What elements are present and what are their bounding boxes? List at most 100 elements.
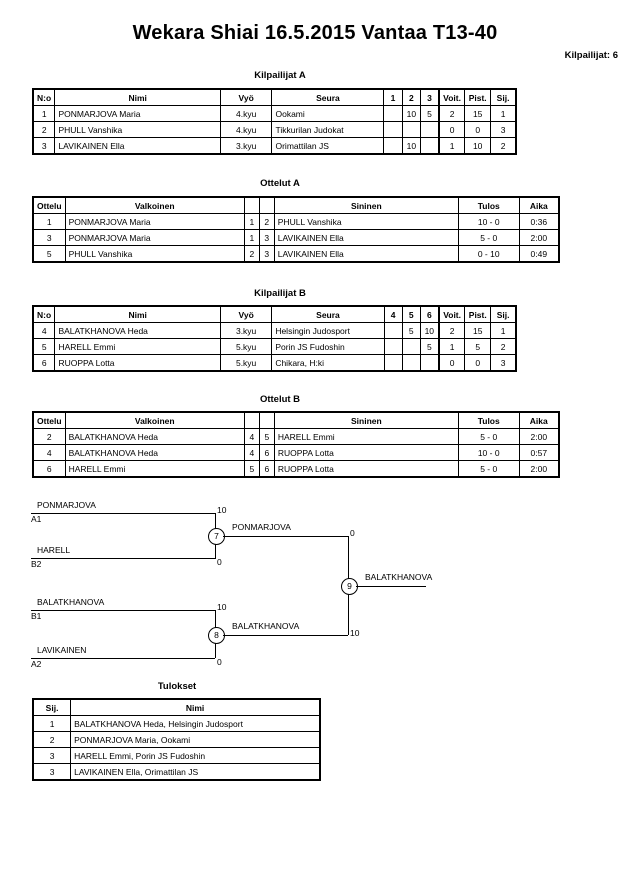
- cell-m5: [401, 354, 421, 372]
- cell-place: 3: [490, 121, 517, 138]
- table-row: 3 LAVIKAINEN Ella 3.kyu Orimattilan JS 1…: [32, 137, 517, 155]
- cell-white-no: 2: [243, 245, 260, 263]
- cell-no: 5: [32, 338, 56, 355]
- col-no: N:o: [32, 88, 56, 106]
- bracket-line-b2: [31, 558, 215, 559]
- cell-wins: 2: [437, 105, 466, 122]
- table-row: 3 PONMARJOVA Maria 1 3 LAVIKAINEN Ella 5…: [32, 229, 560, 246]
- bracket-seed-b1: B1: [31, 611, 42, 621]
- col-m4: 4: [383, 305, 403, 323]
- cell-place: 1: [490, 105, 517, 122]
- bracket-line-champion: [356, 586, 426, 587]
- cell-result: 10 - 0: [457, 213, 520, 230]
- bracket-seed-b2: B2: [31, 559, 42, 569]
- cell-blue-no: 3: [258, 229, 275, 246]
- cell-no: 3: [32, 137, 56, 155]
- cell-belt: 4.kyu: [219, 121, 273, 138]
- cell-result: 10 - 0: [457, 444, 520, 461]
- cell-blue-no: 5: [258, 428, 275, 445]
- col-wins: Voit.: [437, 88, 466, 106]
- cell-time: 2:00: [518, 229, 560, 246]
- cell-name: LAVIKAINEN Ella, Orimattilan JS: [70, 763, 321, 781]
- cell-m2: [401, 121, 422, 138]
- caption-pool-a: Kilpailijat A: [254, 70, 306, 81]
- cell-no: 2: [32, 121, 56, 138]
- cell-m1: [383, 137, 403, 155]
- cell-place: 2: [32, 731, 72, 748]
- cell-place: 3: [32, 747, 72, 764]
- caption-matches-a: Ottelut A: [260, 178, 300, 189]
- elimination-bracket: PONMARJOVA A1 10 HARELL B2 0 7 PONMARJOV…: [0, 495, 630, 680]
- cell-belt: 3.kyu: [219, 137, 273, 155]
- col-points: Pist.: [464, 305, 492, 323]
- col-name: Nimi: [70, 698, 321, 716]
- cell-m3: [420, 137, 440, 155]
- table-header-row: Sij. Nimi: [32, 698, 321, 716]
- col-belt: Vyö: [219, 305, 273, 323]
- col-result: Tulos: [457, 411, 520, 429]
- col-wins: Voit.: [437, 305, 466, 323]
- cell-white-no: 1: [243, 229, 260, 246]
- bracket-line-winner-bottom: [223, 635, 348, 636]
- cell-match-no: 1: [32, 213, 66, 230]
- cell-points: 0: [464, 121, 492, 138]
- cell-match-no: 2: [32, 428, 66, 445]
- cell-points: 0: [464, 354, 492, 372]
- col-club: Seura: [271, 88, 385, 106]
- cell-belt: 3.kyu: [219, 322, 273, 339]
- cell-m4: [383, 338, 403, 355]
- table-row: 4 BALATKHANOVA Heda 3.kyu Helsingin Judo…: [32, 322, 517, 339]
- cell-wins: 0: [437, 121, 466, 138]
- bracket-competitor-a1-name: PONMARJOVA: [37, 500, 96, 510]
- cell-m6: 5: [419, 338, 440, 355]
- cell-m6: 10: [419, 322, 440, 339]
- col-m3: 3: [420, 88, 440, 106]
- table-header-row: Ottelu Valkoinen Sininen Tulos Aika: [32, 411, 560, 429]
- cell-name: LAVIKAINEN Ella: [54, 137, 221, 155]
- table-row: 1 BALATKHANOVA Heda, Helsingin Judosport: [32, 715, 321, 732]
- cell-white: BALATKHANOVA Heda: [64, 428, 245, 445]
- bracket-line-a2: [31, 658, 215, 659]
- table-row: 2 BALATKHANOVA Heda 4 5 HARELL Emmi 5 - …: [32, 428, 560, 445]
- col-place: Sij.: [490, 88, 517, 106]
- page-title: Wekara Shiai 16.5.2015 Vantaa T13-40: [132, 22, 498, 44]
- cell-place: 2: [490, 338, 517, 355]
- col-m5: 5: [401, 305, 421, 323]
- table-header-row: Ottelu Valkoinen Sininen Tulos Aika: [32, 196, 560, 214]
- table-row: 3 HARELL Emmi, Porin JS Fudoshin: [32, 747, 321, 764]
- col-no: N:o: [32, 305, 56, 323]
- bracket-final-score-upper: 0: [350, 528, 355, 538]
- col-belt: Vyö: [219, 88, 273, 106]
- cell-blue: RUOPPA Lotta: [273, 460, 459, 478]
- cell-blue: HARELL Emmi: [273, 428, 459, 445]
- bracket-line-b1: [31, 610, 215, 611]
- col-place: Sij.: [32, 698, 72, 716]
- cell-blue: RUOPPA Lotta: [273, 444, 459, 461]
- col-place: Sij.: [490, 305, 517, 323]
- caption-matches-b: Ottelut B: [259, 394, 301, 405]
- cell-name: PONMARJOVA Maria, Ookami: [70, 731, 321, 748]
- cell-white: PHULL Vanshika: [64, 245, 245, 263]
- col-points: Pist.: [464, 88, 492, 106]
- pool-b-table: N:o Nimi Vyö Seura 4 5 6 Voit. Pist. Sij…: [32, 305, 517, 372]
- bracket-champion-name: BALATKHANOVA: [365, 572, 433, 582]
- cell-blue-no: 3: [258, 245, 275, 263]
- cell-white-no: 5: [243, 460, 260, 478]
- cell-blue-no: 6: [258, 444, 275, 461]
- table-row: 2 PONMARJOVA Maria, Ookami: [32, 731, 321, 748]
- cell-match-no: 3: [32, 229, 66, 246]
- col-m2: 2: [401, 88, 422, 106]
- cell-wins: 1: [437, 338, 466, 355]
- cell-m4: [383, 354, 403, 372]
- cell-name: HARELL Emmi: [54, 338, 221, 355]
- cell-wins: 1: [437, 137, 466, 155]
- cell-m1: [383, 121, 403, 138]
- cell-result: 5 - 0: [457, 428, 520, 445]
- col-white-no: [243, 411, 260, 429]
- caption-results: Tulokset: [157, 681, 197, 692]
- col-white-no: [243, 196, 260, 214]
- pool-a-table: N:o Nimi Vyö Seura 1 2 3 Voit. Pist. Sij…: [32, 88, 517, 155]
- cell-m2: 10: [401, 137, 422, 155]
- bracket-winner-bottom-name: BALATKHANOVA: [232, 621, 300, 631]
